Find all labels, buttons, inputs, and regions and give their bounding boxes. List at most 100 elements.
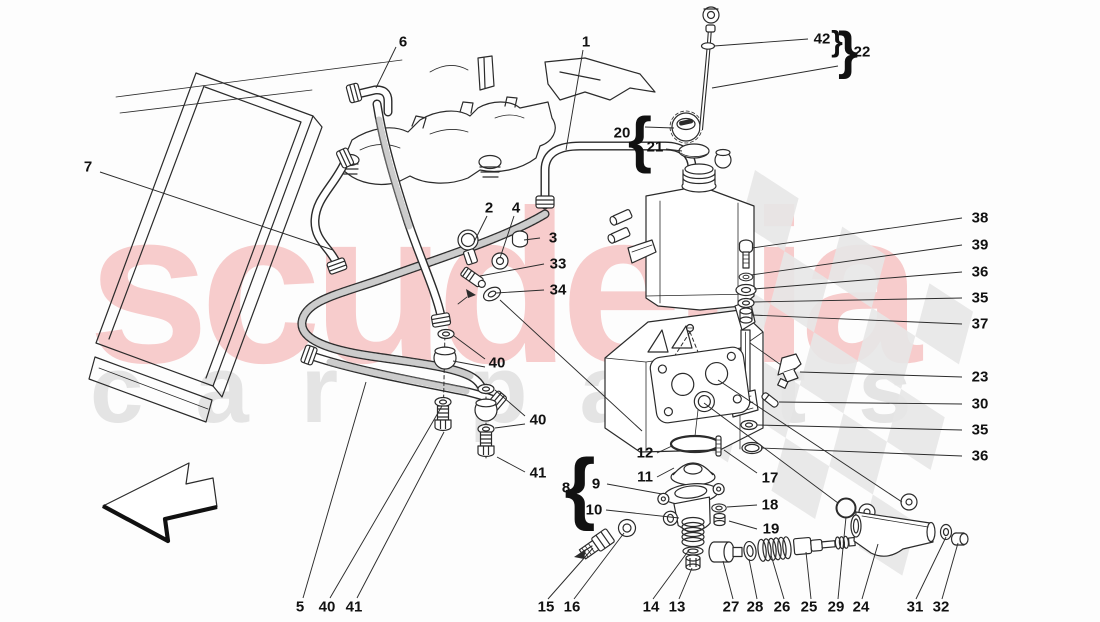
leader-line [302, 381, 367, 599]
banjo-fittings [433, 328, 498, 459]
leader-line [565, 49, 584, 151]
part-number-16: 16 [564, 599, 581, 616]
leader-line [752, 297, 963, 303]
leader-line [496, 456, 526, 473]
part-number-7: 7 [84, 159, 92, 176]
leader-line [499, 215, 515, 259]
flag-cell [740, 170, 799, 252]
part-number-2: 2 [485, 200, 493, 217]
part-number-27: 27 [723, 599, 740, 616]
part-number-11: 11 [637, 469, 653, 486]
leader-line [728, 520, 758, 530]
part-number-12: 12 [637, 445, 654, 462]
leader-line [499, 299, 643, 432]
part-number-28: 28 [747, 599, 764, 616]
brace-glyph: { [564, 443, 595, 532]
leader-line [678, 567, 693, 600]
leader-line [356, 431, 445, 599]
part-number-18: 18 [762, 497, 779, 514]
part-number-10: 10 [586, 502, 603, 519]
flag-cell [915, 283, 974, 365]
leader-line [453, 335, 486, 360]
direction-arrow [102, 462, 218, 544]
leader-line [726, 504, 758, 508]
part-number-23: 23 [972, 369, 989, 386]
leader-line [495, 289, 545, 294]
hoses [297, 82, 702, 413]
leader-line [770, 554, 785, 600]
leader-line [760, 447, 963, 457]
part-number-15: 15 [538, 599, 555, 616]
leader-line [748, 558, 758, 600]
part-number-39: 39 [972, 237, 989, 254]
part-number-36: 36 [972, 264, 989, 281]
leader-line [713, 38, 809, 47]
leader-line [861, 543, 879, 600]
leader-line [756, 424, 963, 431]
part-number-42: 42 [814, 31, 831, 48]
leader-line [722, 560, 734, 600]
part-number-20: 20 [614, 125, 631, 142]
leader-line [656, 467, 675, 478]
part-number-33: 33 [550, 256, 567, 273]
part-number-26: 26 [774, 599, 791, 616]
leader-line [644, 126, 675, 129]
part-number-34: 34 [550, 282, 567, 299]
part-number-41: 41 [346, 599, 363, 616]
engine-block [339, 55, 656, 186]
brace-glyph: { [628, 106, 652, 175]
part-number-3: 3 [549, 230, 557, 247]
part-number-36: 36 [972, 448, 989, 465]
flag-cell [770, 251, 829, 333]
flag-cell [829, 413, 887, 495]
leader-line [473, 215, 488, 243]
leader-line [665, 148, 683, 152]
brace-glyph: } [838, 22, 858, 80]
flag-cell [771, 437, 830, 520]
part-number-13: 13 [669, 599, 686, 616]
dipstick [699, 6, 720, 131]
part-number-1: 1 [582, 34, 590, 51]
leader-line [711, 65, 839, 89]
part-number-41: 41 [530, 465, 547, 482]
leader-line [656, 445, 673, 454]
thermostat-assembly [574, 434, 727, 571]
part-number-40: 40 [530, 412, 547, 429]
leader-line [375, 46, 397, 89]
chassis-rail-lines [115, 59, 469, 114]
leader-line [837, 516, 847, 600]
part-number-17: 17 [762, 470, 779, 487]
flag-cell [857, 307, 916, 389]
part-number-38: 38 [972, 210, 989, 227]
part-number-29: 29 [828, 599, 845, 616]
leader-line [778, 401, 963, 405]
flag-cell [886, 388, 945, 471]
radiator [88, 72, 323, 423]
part-number-14: 14 [643, 599, 660, 616]
leader-line [915, 536, 947, 600]
part-number-8: 8 [562, 480, 570, 497]
leader-line [941, 542, 959, 600]
pressure-valve-train [708, 493, 969, 563]
flag-cell [828, 226, 886, 308]
leader-line [652, 549, 690, 600]
part-number-21: 21 [647, 139, 664, 156]
leader-line [605, 509, 680, 519]
leader-line [799, 371, 963, 378]
part-number-24: 24 [853, 599, 870, 616]
leader-line [573, 532, 625, 600]
part-number-32: 32 [933, 599, 950, 616]
leader-line [751, 314, 963, 325]
part-number-31: 31 [907, 599, 924, 616]
brace-glyph: } [831, 26, 843, 59]
part-number-9: 9 [592, 476, 600, 493]
leader-line [494, 389, 526, 417]
leader-line [606, 483, 663, 495]
leader-line [717, 379, 903, 503]
leader-line [494, 423, 526, 429]
part-number-40: 40 [489, 355, 506, 372]
leader-line [723, 449, 758, 474]
